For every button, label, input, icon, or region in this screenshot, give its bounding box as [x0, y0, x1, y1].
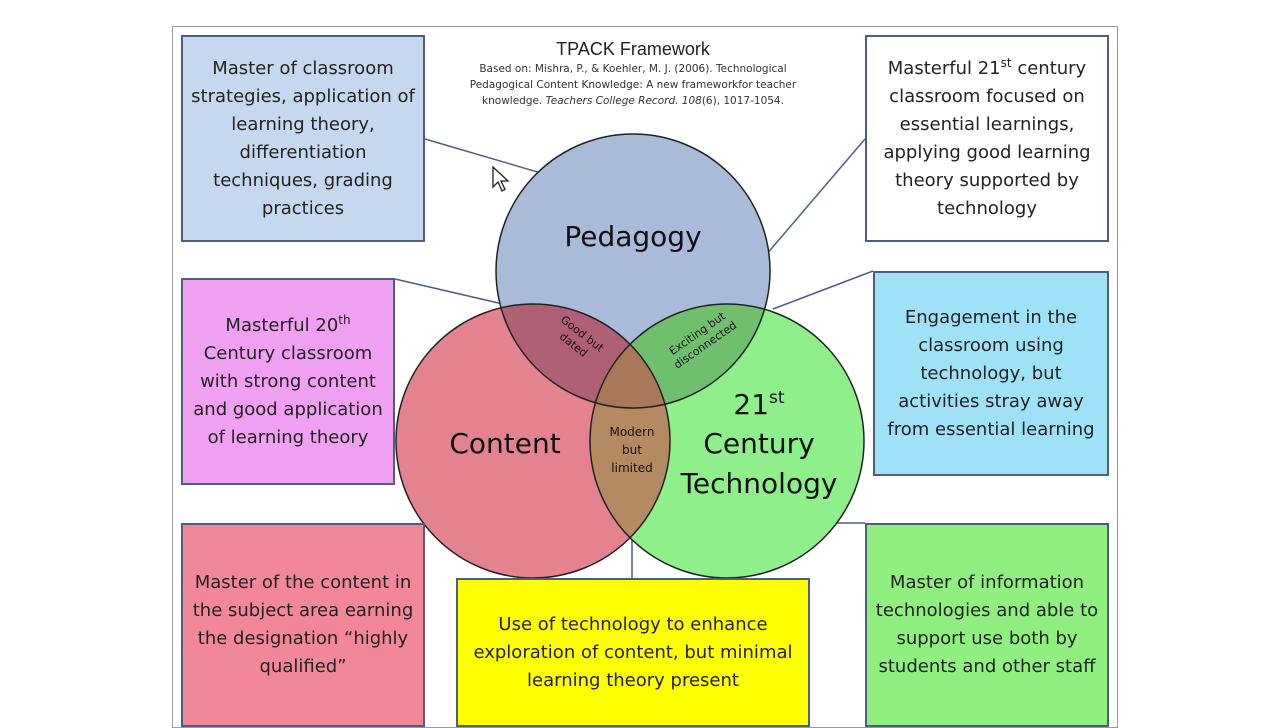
content-technology-description-box: Use of technology to enhance exploration… — [456, 578, 810, 727]
citation-line-1: Based on: Mishra, P., & Koehler, M. J. (… — [479, 63, 787, 75]
pedagogy-technology-overlap — [590, 304, 770, 408]
venn-diagram: Pedagogy Content 21st Century Technology… — [394, 133, 874, 579]
mouse-pointer-icon — [492, 165, 510, 192]
pedagogy-label: Pedagogy — [564, 220, 701, 253]
pedagogy-content-overlap — [496, 304, 670, 408]
content-label: Content — [449, 427, 560, 460]
content-description-box: Master of the content in the subject are… — [181, 523, 425, 727]
diagram-title: TPACK Framework — [556, 39, 710, 59]
leader-line-mid-right — [772, 270, 874, 310]
citation-line-2: Pedagogical Content Knowledge: A new fra… — [469, 79, 797, 91]
pedagogy-description-box: Master of classroom strategies, applicat… — [181, 35, 425, 242]
svg-text:limited: limited — [611, 461, 652, 475]
pedagogy-content-description-box: Masterful 20th Century classroom with st… — [181, 278, 395, 485]
technology-label-line1: 21st — [733, 388, 784, 421]
pedagogy-outline — [495, 133, 771, 409]
svg-text:but: but — [622, 443, 642, 457]
technology-description-box: Master of information technologies and a… — [865, 523, 1109, 727]
diagram-header: TPACK Framework Based on: Mishra, P., & … — [451, 37, 815, 109]
citation-line-3: knowledge. Teachers College Record. 108(… — [482, 95, 784, 107]
technology-label-line3: Technology — [680, 467, 838, 500]
pedagogy-technology-description-box: Masterful 21st century classroom focused… — [865, 35, 1109, 242]
svg-text:Modern: Modern — [609, 425, 654, 439]
tpack-diagram-sheet: Pedagogy Content 21st Century Technology… — [172, 26, 1118, 728]
technology-label-line2: Century — [703, 427, 814, 460]
technology-engagement-description-box: Engagement in the classroom using techno… — [873, 271, 1109, 476]
content-technology-overlap-label: Modern but limited — [609, 425, 654, 475]
